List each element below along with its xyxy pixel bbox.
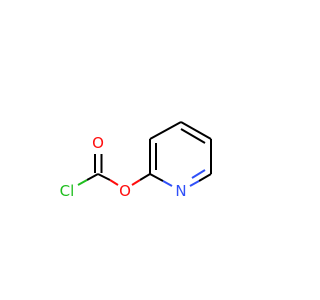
ring-bond-c4-c5-inner xyxy=(180,128,206,144)
bond-c-cl-chlorine-half xyxy=(77,179,88,186)
bond-c-cl-carbon-half xyxy=(86,173,99,181)
bonds xyxy=(77,121,212,187)
atom-n-ring: N xyxy=(175,182,186,200)
bond-o-ring-carbon-half xyxy=(139,173,151,181)
bond-c-o-ester-carbon-half xyxy=(97,173,111,181)
atom-labels: O Cl O N xyxy=(60,134,187,200)
ring-bond-c6-n-inner xyxy=(191,169,206,179)
ring-bond-c6-n-carbon-half xyxy=(198,173,212,182)
ring-bond-n-c2-carbon-half xyxy=(149,173,164,182)
ring-bond-c6-n-nitrogen-half xyxy=(189,180,200,187)
ring-bond-n-c2-nitrogen-half xyxy=(162,180,173,187)
atom-o-ester: O xyxy=(119,182,131,200)
molecule-structure: O Cl O N xyxy=(60,121,212,200)
atom-cl: Cl xyxy=(60,182,75,200)
ring-bond-c4-c5 xyxy=(180,121,212,140)
bond-o-ring-oxygen-half xyxy=(131,179,141,186)
atom-o-carbonyl: O xyxy=(92,134,104,152)
ring-bond-c3-c4 xyxy=(149,121,182,140)
bond-c-o-ester-oxygen-half xyxy=(109,179,119,186)
